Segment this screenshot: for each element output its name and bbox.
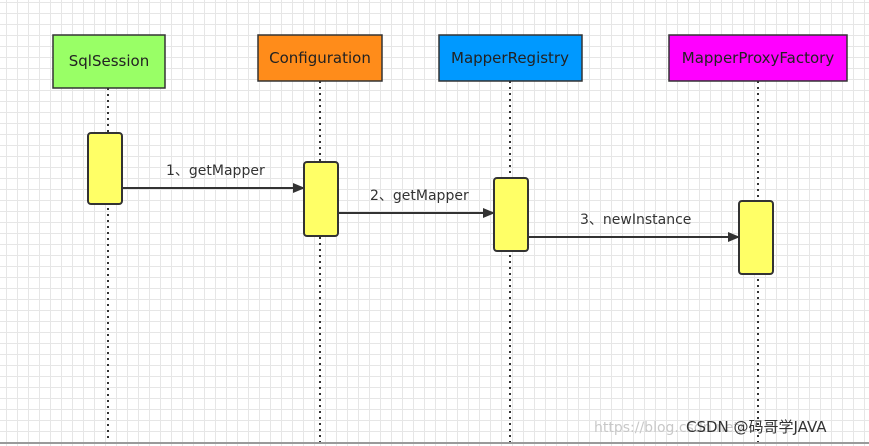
participant-configuration: Configuration (257, 34, 383, 82)
message-label: 2、getMapper (370, 188, 469, 204)
message-3: 3、newInstance (528, 212, 740, 242)
bottom-divider (0, 442, 869, 444)
activation-mapperregistry (493, 177, 529, 252)
activation-mapperproxyfactory (738, 200, 774, 275)
participant-mapperregistry: MapperRegistry (438, 34, 583, 82)
message-2: 2、getMapper (338, 188, 495, 218)
participant-sqlsession: SqlSession (52, 34, 166, 89)
watermark: CSDN @码哥学JAVA (686, 418, 827, 436)
participant-label: MapperProxyFactory (682, 49, 835, 67)
participant-label: Configuration (269, 49, 371, 67)
participant-mapperproxyfactory: MapperProxyFactory (668, 34, 848, 82)
participant-label: SqlSession (69, 52, 149, 70)
message-label: 1、getMapper (166, 163, 265, 179)
watermark-faint: https://blog.csdn.net/... (594, 420, 757, 436)
message-label: 3、newInstance (580, 212, 691, 228)
participant-label: MapperRegistry (451, 49, 569, 67)
activation-sqlsession (87, 132, 123, 205)
activation-configuration (303, 161, 339, 237)
message-1: 1、getMapper (122, 163, 305, 193)
